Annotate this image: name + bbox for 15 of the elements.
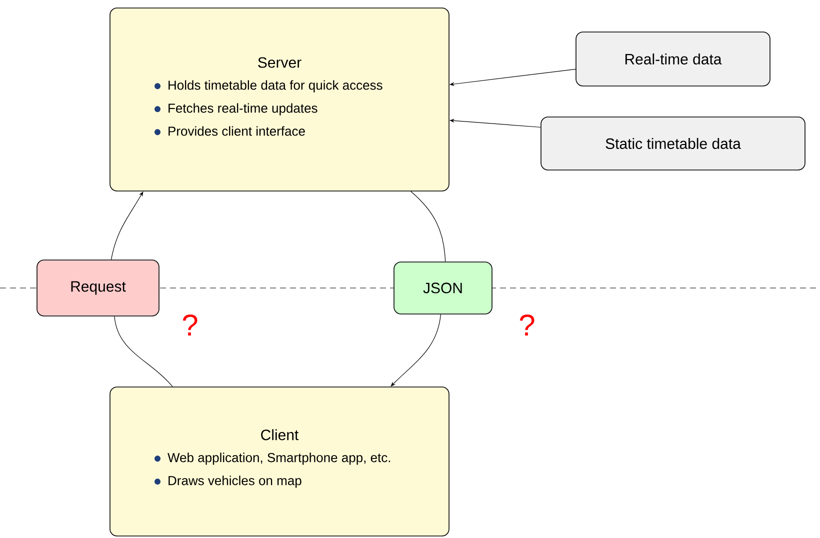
question-mark: ? <box>520 314 534 336</box>
server-box <box>110 8 450 192</box>
client-box <box>110 386 450 536</box>
bullet-text: Web application, Smartphone app, etc. <box>168 452 390 465</box>
json-box: JSON <box>394 262 492 314</box>
bullet-text: Draws vehicles on map <box>168 476 302 488</box>
data-box: Static timetable data <box>540 116 806 170</box>
box-heading: Server <box>258 57 302 68</box>
data-box: Real-time data <box>576 32 770 86</box>
bullet-text: Fetches real-time updates <box>168 103 318 116</box>
box-heading: Client <box>261 429 299 440</box>
bullet-text: Provides client interface <box>168 126 305 136</box>
question-mark: ? <box>182 314 198 336</box>
bullet-text: Holds timetable data for quick access <box>168 80 382 92</box>
request-box: Request <box>36 260 160 316</box>
